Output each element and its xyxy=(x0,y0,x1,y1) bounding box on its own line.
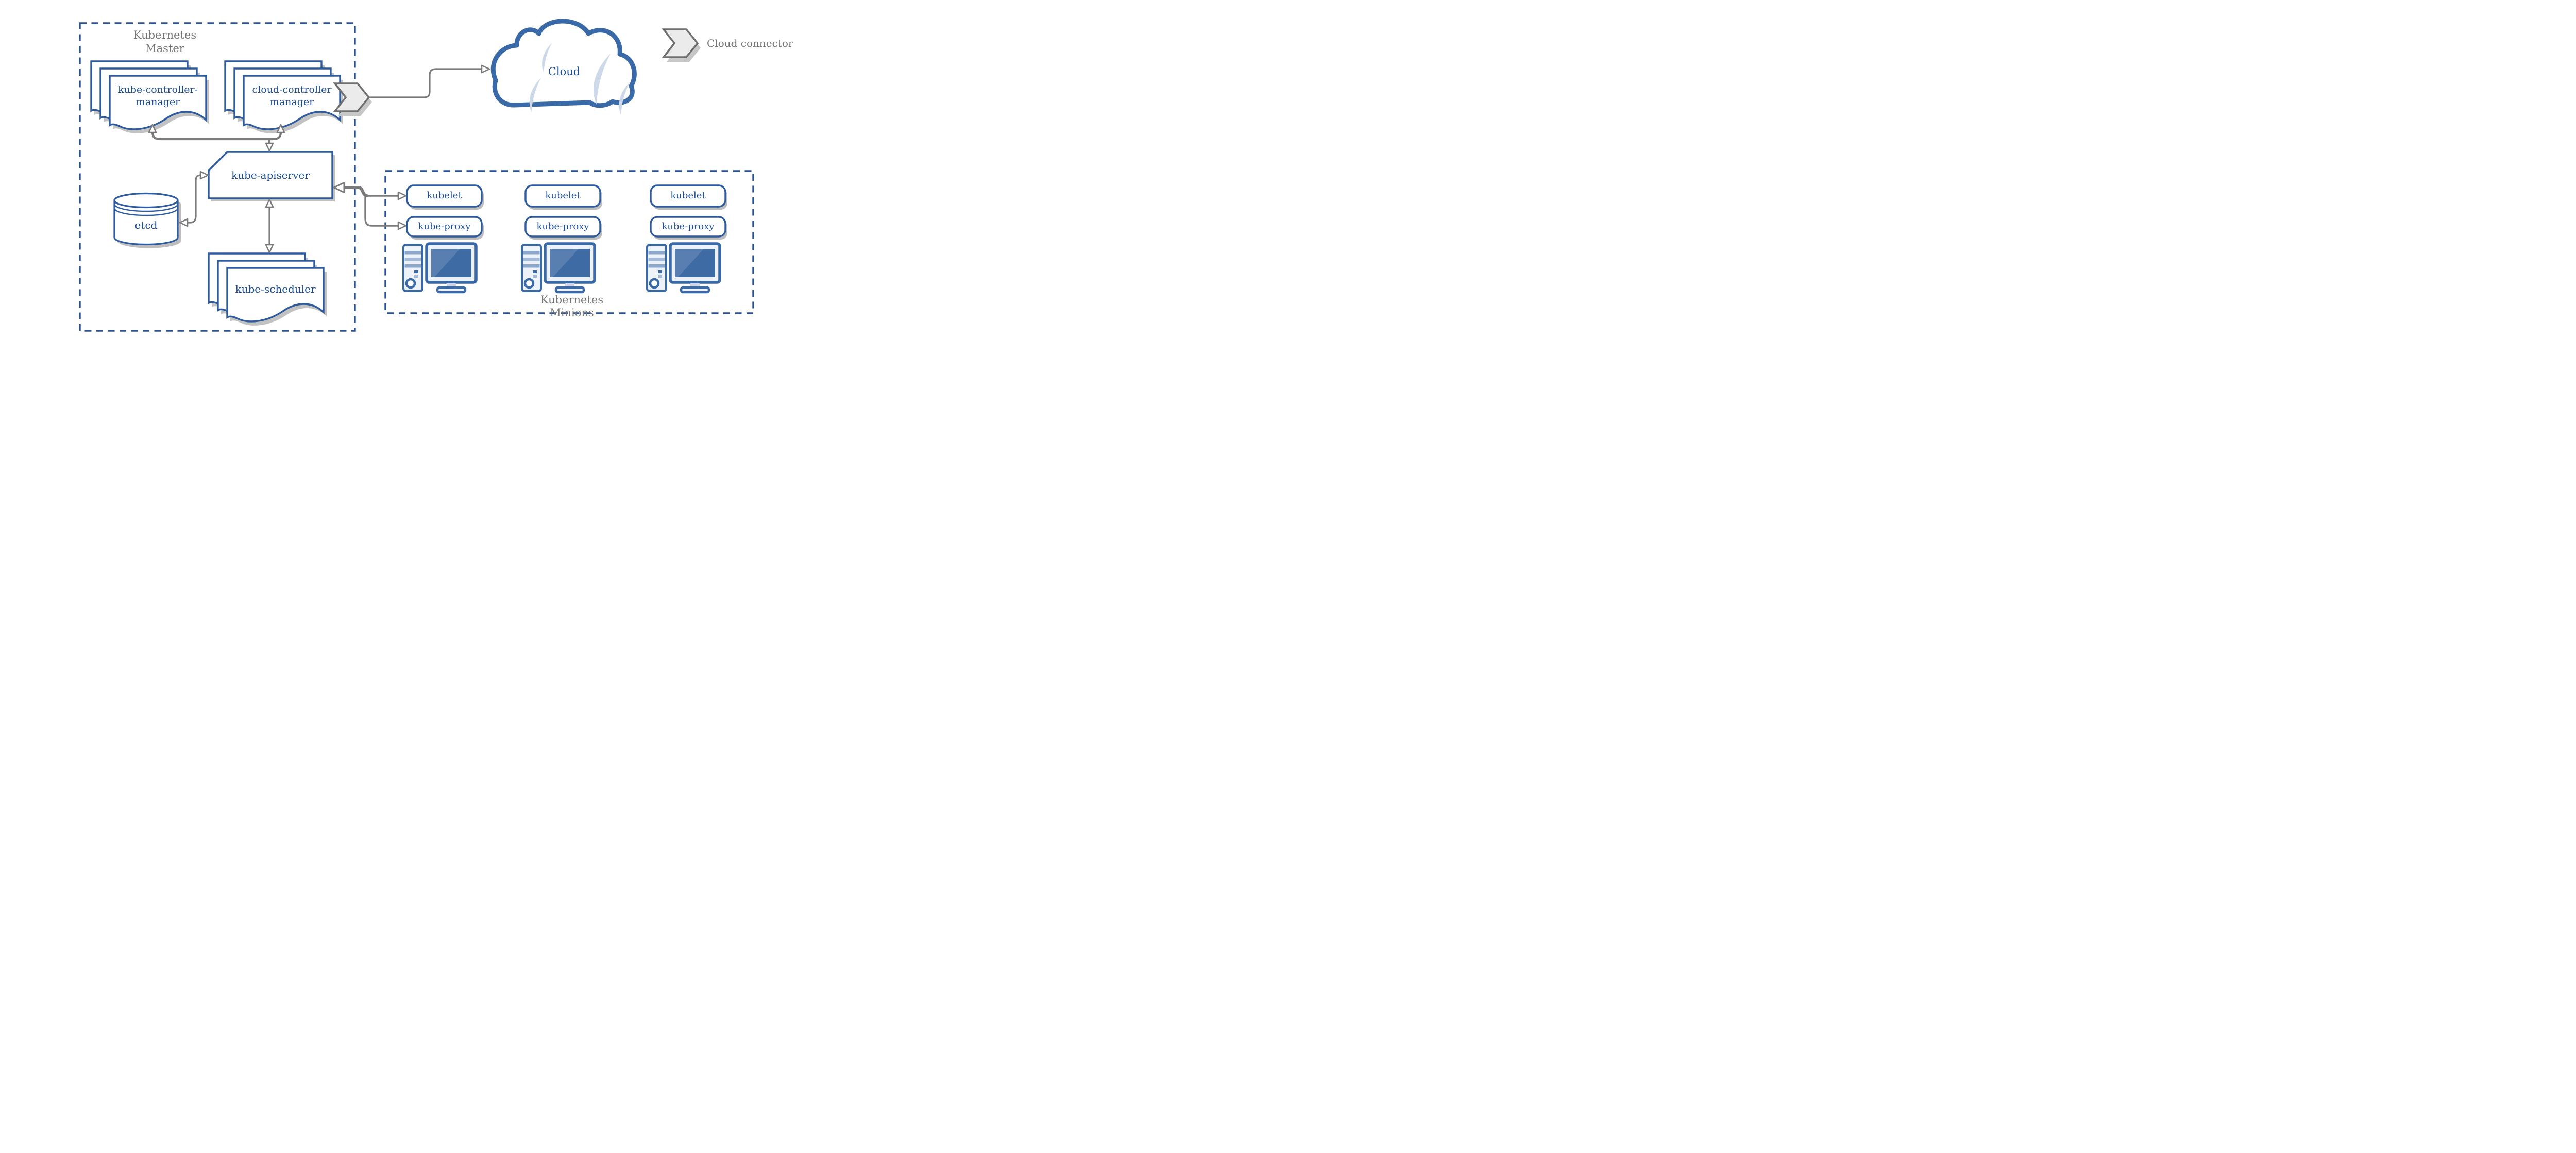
kubernetes-architecture-diagram: Kubernetes Master kube-controller- manag… xyxy=(0,0,796,345)
cloud-shape xyxy=(490,19,637,115)
arrow-cloud-connector-to-cloud xyxy=(368,68,483,98)
kube-controller-manager-label-line1: kube-controller- xyxy=(118,84,198,95)
arrow-etcd-apiserver xyxy=(185,174,202,224)
kubelet-label: kubelet xyxy=(545,190,581,201)
arrow-apiserver-to-controller-managers xyxy=(151,130,282,141)
cloud-controller-manager-label-line1: cloud-controller xyxy=(252,84,332,95)
connectors xyxy=(151,68,483,247)
arrow-to-kube-proxy xyxy=(364,194,399,227)
kube-proxy-label: kube-proxy xyxy=(662,221,715,232)
kube-apiserver-node xyxy=(208,151,335,201)
diagram-canvas xyxy=(79,19,754,332)
kube-proxy-label: kube-proxy xyxy=(536,221,589,232)
minion-node-boxes xyxy=(406,184,727,240)
computer-icon xyxy=(522,244,595,292)
legend-label: Cloud connector xyxy=(707,37,793,49)
kube-apiserver-label: kube-apiserver xyxy=(231,169,310,181)
cloud-controller-manager-label-line2: manager xyxy=(269,96,314,108)
etcd-label: etcd xyxy=(134,219,158,231)
cloud-label: Cloud xyxy=(548,65,581,78)
computer-icon xyxy=(403,244,476,292)
kubernetes-master-boundary xyxy=(79,22,356,332)
legend-chevron-icon xyxy=(663,28,702,63)
master-title-line2: Master xyxy=(145,42,184,55)
kubelet-label: kubelet xyxy=(427,190,462,201)
kubelet-label: kubelet xyxy=(670,190,706,201)
minions-title-line1: Kubernetes xyxy=(540,294,604,306)
master-title-line1: Kubernetes xyxy=(133,29,197,41)
kube-proxy-label: kube-proxy xyxy=(418,221,471,232)
etcd-node xyxy=(113,192,181,248)
minions-title-line2: Minions xyxy=(550,307,594,319)
computer-icon xyxy=(647,244,720,292)
kube-scheduler-label: kube-scheduler xyxy=(235,283,316,295)
kube-controller-manager-label-line2: manager xyxy=(135,96,180,108)
